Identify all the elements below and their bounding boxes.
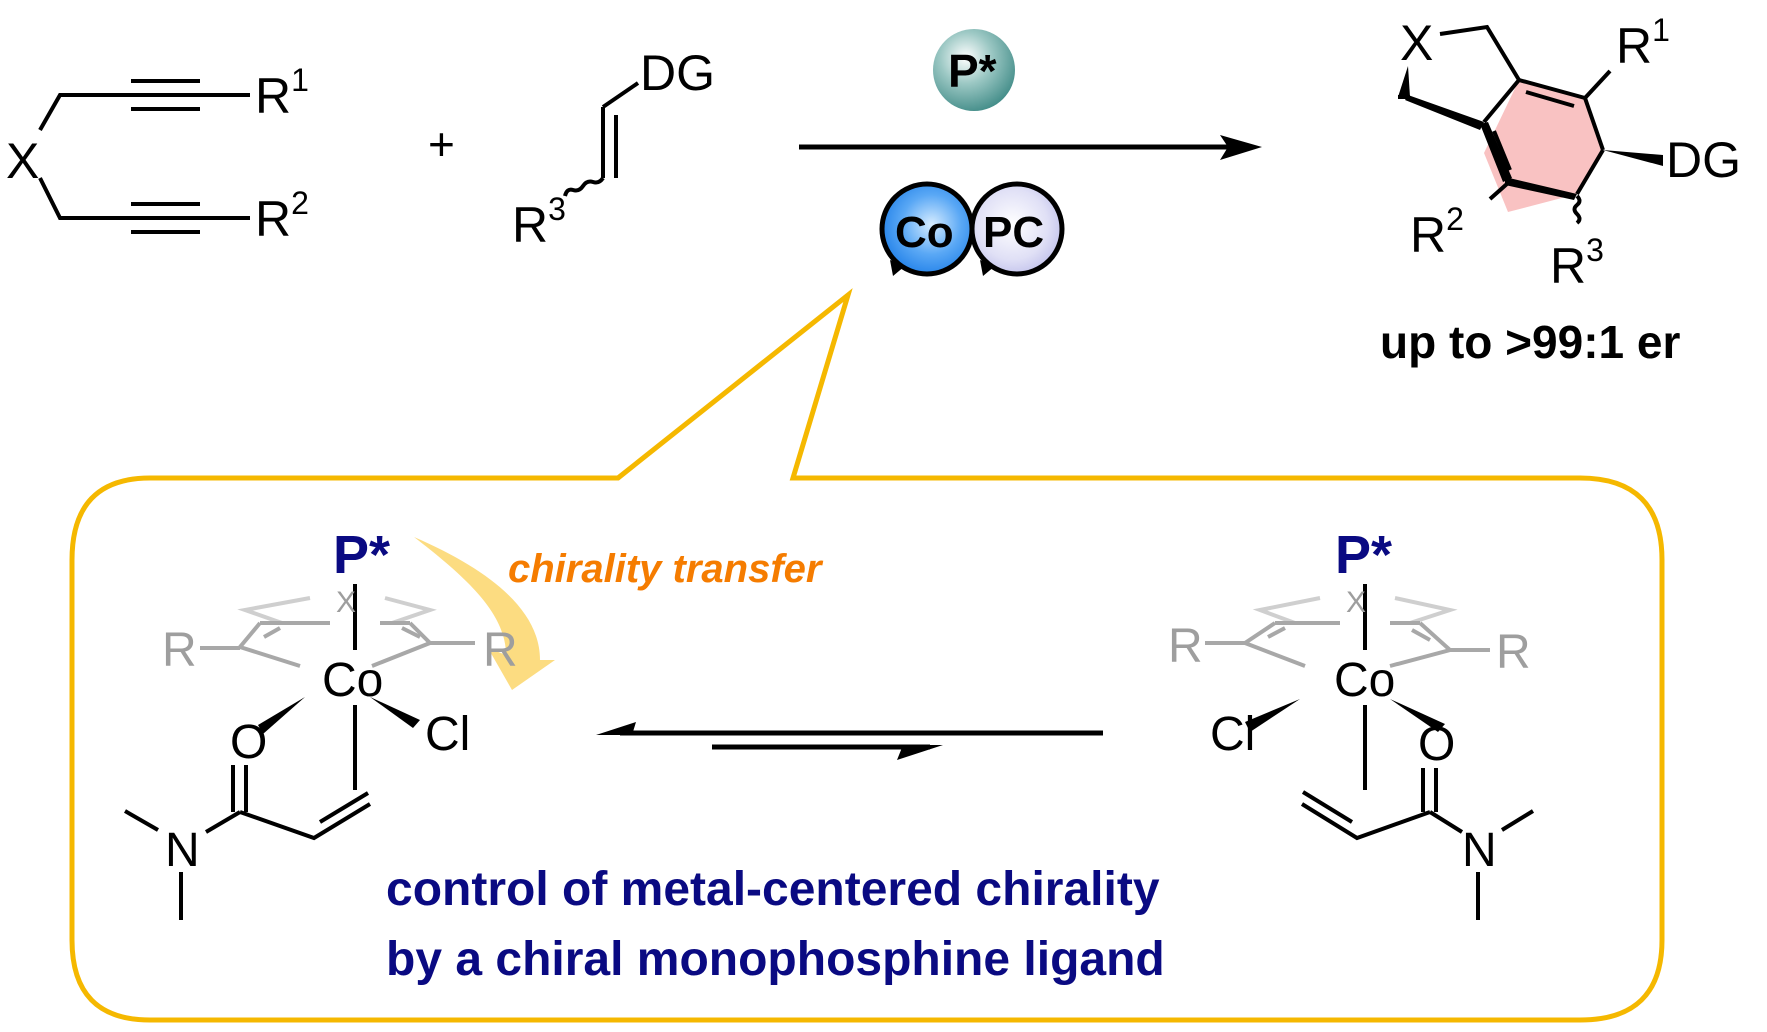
forward-arrowhead [1220,135,1262,160]
bond [38,93,130,131]
bond [601,81,640,109]
nitrogen-label: N [165,824,200,877]
ring-double-inner [1492,130,1512,171]
diyne-r1: R1 [255,62,309,124]
metal-label: Co [1334,654,1395,707]
wedge-bond [1405,95,1484,130]
metal-label: Co [322,654,383,707]
ligand-label: P* [1335,525,1392,585]
ring-substituent-right: R [1496,626,1531,679]
ligand-badge [933,29,1015,111]
ring-bond [384,596,437,625]
photocatalyst-circle [969,181,1065,277]
wavy-bond [1572,194,1582,225]
photocatalyst-badge: PC [969,181,1065,277]
ring-double-inner [1411,628,1431,642]
ring-bond [1482,78,1521,124]
diyne-r2: R2 [255,185,309,247]
cycle-arrow-icon [890,260,905,276]
methyl-bond [124,809,159,832]
alkene-dg: DG [640,45,715,101]
selectivity-label: up to >99:1 er [1380,316,1680,368]
bond [204,810,242,834]
bond [239,802,372,841]
bond [1428,810,1464,834]
co-catalyst-badge: Co [879,181,975,277]
ring-double-inner [401,626,421,639]
ring-substituent-left: R [162,624,197,677]
product: X R1 DG R2 R3 up to >99:1 er [1380,12,1741,368]
ring-double-inner [1267,626,1286,639]
nitrogen-label: N [1462,824,1497,877]
bond [1583,69,1612,100]
caption-line-1: control of metal-centered chirality [386,863,1160,916]
cycle-arrow-icon [980,260,995,276]
ring-linker-x: X [336,586,356,619]
ring-bond [1583,97,1605,151]
wavy-bond [563,176,605,197]
product-r1: R1 [1616,12,1670,74]
ring-bold-bond [1505,177,1577,200]
diyne-linker-x: X [6,133,39,189]
ring-bond [1394,596,1458,625]
ring-linker-x: X [1346,586,1366,619]
wedge-bond-dg [1603,150,1663,166]
chirality-transfer-label: chirality transfer [508,547,824,591]
ring-bold-bond [1480,122,1512,182]
chloride-label: Cl [1210,708,1255,761]
ring-fill [1484,80,1603,212]
ligand-label: P* [333,525,390,585]
alkene-reactant: DG R3 [512,45,715,253]
co-catalyst-label: Co [895,208,954,257]
caption-line-2: by a chiral monophosphine ligand [386,933,1165,986]
wedge-bond [1398,66,1410,97]
ligand-badge-label: P* [948,45,997,97]
diyne-reactant: X R1 R2 [6,62,309,247]
wedge-bond-cl [1245,699,1300,732]
wedge-bond-o [1390,699,1445,732]
product-dg: DG [1666,132,1741,188]
complex-right: P* X R R Co Cl O N [1168,525,1535,920]
ring-double-inner [263,626,281,639]
bond [1300,802,1431,841]
ring-substituent-right: R [483,624,518,677]
ring-bond [1575,148,1605,196]
ring-bond [1240,621,1306,668]
equilibrium-forward-head [897,745,943,760]
bond [38,177,130,220]
reaction-arrow-group: P* Co PC [799,29,1262,277]
photocatalyst-label: PC [983,208,1044,257]
bond [1488,181,1510,201]
bond [1439,24,1521,82]
ring-bond [1389,621,1455,668]
wedge-bond-o [258,697,305,734]
product-r3: R3 [1550,232,1604,294]
complex-left: P* X R R Co O Cl N [124,525,555,920]
alkene-double-inner [1301,790,1354,824]
wedge-bond-cl [370,697,420,728]
oxygen-label: O [1418,718,1455,771]
equilibrium-arrows [596,722,1103,760]
product-r2: R2 [1410,201,1464,263]
plus-sign: + [428,118,455,170]
ring-double-inner [1525,90,1575,108]
ring-bond [236,621,301,668]
oxygen-label: O [230,716,267,769]
product-linker-x: X [1400,15,1433,71]
chloride-label: Cl [425,708,470,761]
alkene-double-inner [318,791,370,824]
chirality-transfer-arrow [414,537,555,690]
ring-substituent-left: R [1168,620,1203,673]
methyl-bond [1500,809,1535,832]
alkene-r3: R3 [512,191,566,253]
ring-bond [1252,596,1321,625]
callout-bubble [69,288,1665,1023]
ring-bond [1518,78,1586,100]
ring-bond [237,596,311,625]
equilibrium-backward-head [596,722,636,735]
